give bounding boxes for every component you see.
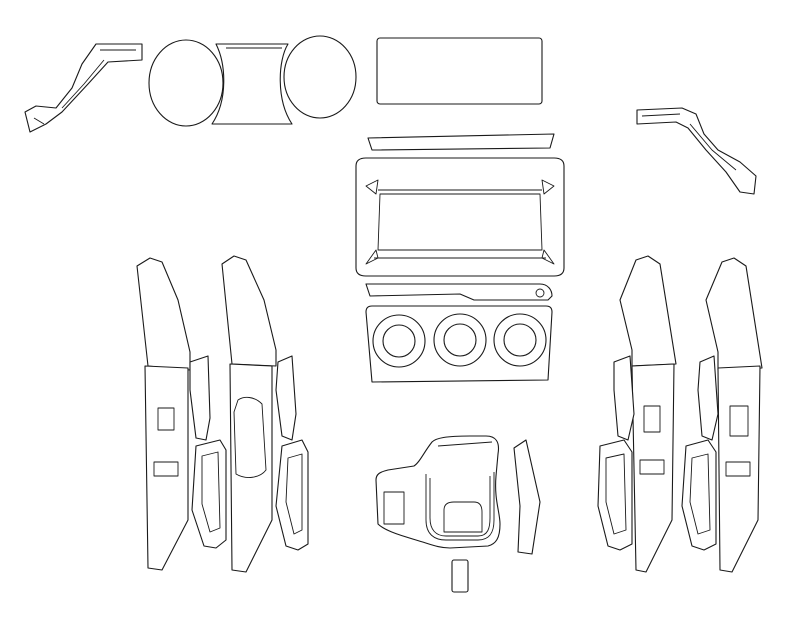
climate-control-panel bbox=[365, 305, 553, 383]
left-door-strip-1 bbox=[189, 355, 211, 441]
gear-console-panel bbox=[375, 435, 501, 549]
left-door-panel-2 bbox=[221, 255, 277, 573]
left-door-pull-2 bbox=[275, 439, 309, 551]
navigation-screen-film bbox=[376, 37, 543, 105]
right-dash-strip bbox=[636, 107, 757, 195]
right-door-strip-2 bbox=[697, 355, 719, 441]
right-door-panel-1 bbox=[619, 255, 677, 573]
right-door-panel-2 bbox=[705, 257, 763, 573]
right-door-strip-1 bbox=[613, 355, 635, 441]
right-door-pull-2 bbox=[681, 439, 717, 551]
console-side-strip bbox=[513, 439, 541, 555]
center-upper-trim-strip bbox=[367, 133, 555, 151]
center-mid-strip bbox=[365, 283, 553, 301]
left-door-pull-1 bbox=[191, 439, 227, 549]
left-door-panel-1 bbox=[136, 257, 191, 571]
left-dash-strip bbox=[24, 43, 143, 133]
left-door-strip-2 bbox=[275, 355, 297, 441]
right-door-pull-1 bbox=[597, 439, 633, 551]
center-display-frame bbox=[355, 157, 565, 277]
instrument-cluster-surround bbox=[148, 35, 357, 127]
console-small-tab bbox=[451, 559, 469, 593]
